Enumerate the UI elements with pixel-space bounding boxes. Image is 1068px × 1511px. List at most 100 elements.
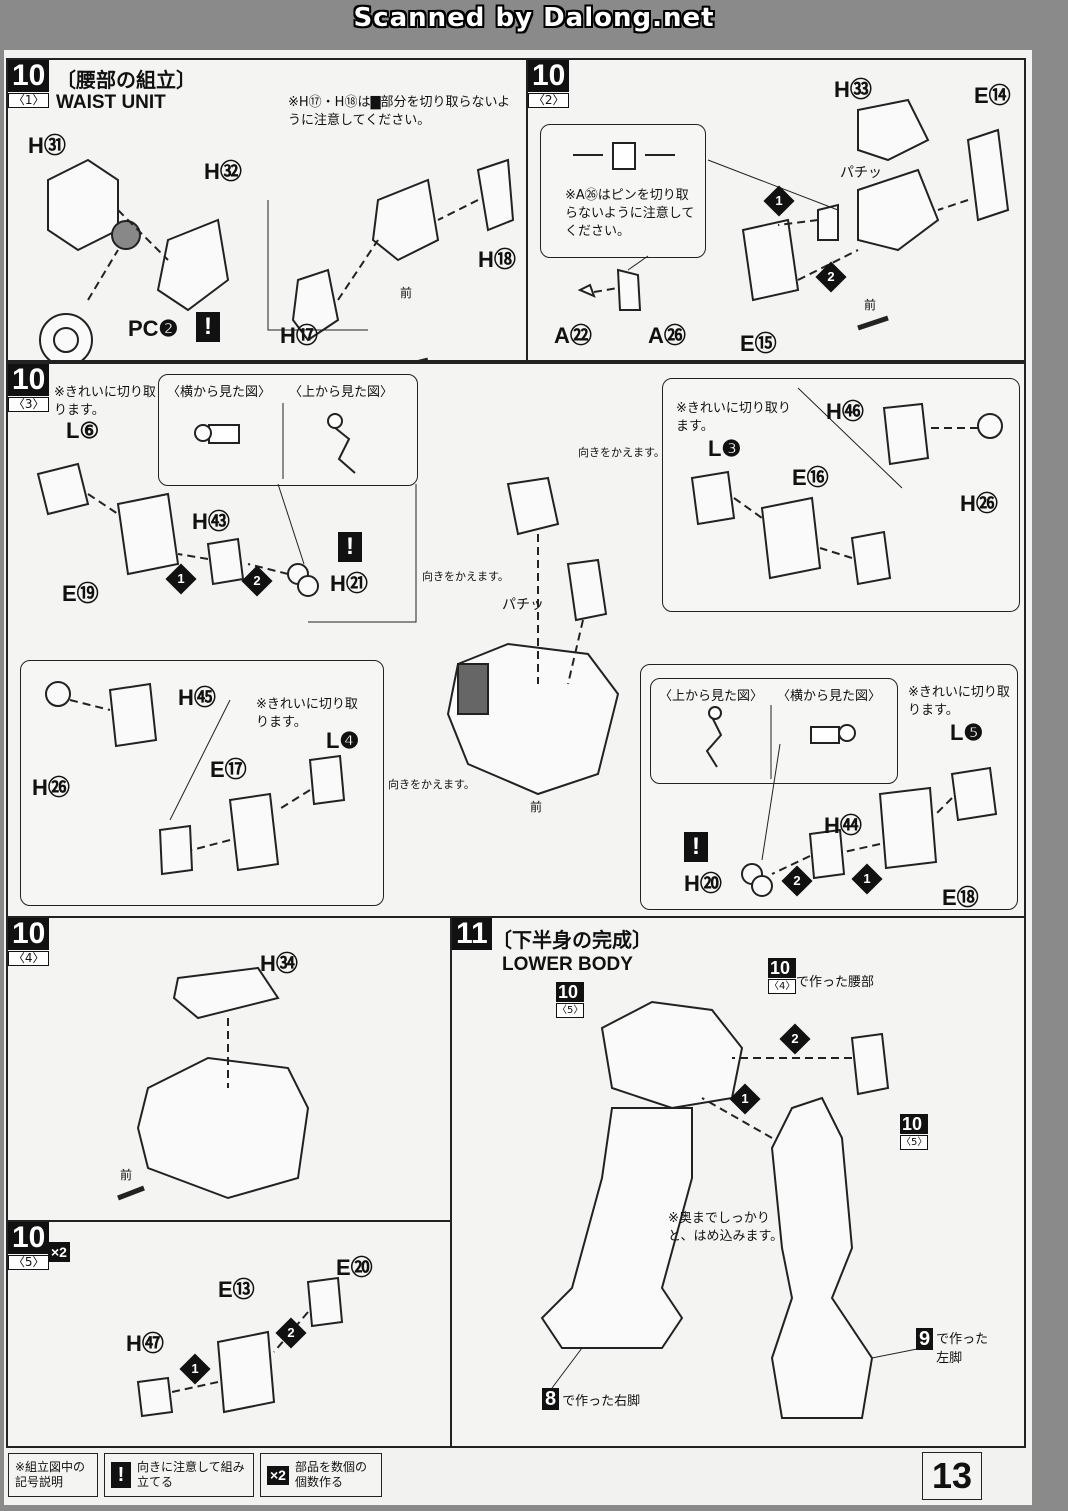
step-mark-2: 2	[815, 261, 847, 293]
forward-label: 前	[864, 298, 877, 312]
sub3-left-diagram	[36, 462, 417, 623]
view-diagram	[705, 705, 856, 779]
legend-multiplier: ×2 部品を数個の個数作る	[260, 1453, 382, 1497]
substep-label: 〈5〉	[8, 1255, 50, 1270]
step-badge: 10 〈1〉	[8, 60, 50, 108]
part-label: E⑰	[210, 757, 247, 782]
page-number: 13	[922, 1452, 982, 1500]
sub5-diagram	[136, 1276, 344, 1418]
part-label: E⑳	[336, 1255, 373, 1280]
part-label: H㉜	[204, 159, 242, 184]
part-label: H㊺	[178, 685, 216, 710]
step-mark-2: 2	[779, 1023, 811, 1055]
step-badge: 11	[452, 918, 492, 950]
symbol-legend: ※組立図中の記号説明 ! 向きに注意して組み立てる ×2 部品を数個の個数作る	[8, 1452, 382, 1498]
part-label: H⑰	[280, 323, 318, 348]
waist-sub2-diagram	[577, 98, 1010, 331]
part-label: E⑮	[740, 331, 777, 356]
step-number: 10	[8, 1222, 50, 1254]
caution-icon: !	[196, 312, 220, 342]
view-diagram	[194, 403, 356, 479]
forward-label: 前	[530, 800, 543, 814]
clean-cut-note: ※きれいに切り取ります。	[908, 685, 1010, 718]
step-number: 10	[8, 364, 50, 396]
step-mark-2: 2	[781, 865, 813, 897]
panel-10-1: 10 〈1〉 〔腰部の組立〕 WAIST UNIT ※H⑰・H⑱は▇部分を切り取…	[6, 58, 528, 362]
part-label: H㊼	[126, 1331, 164, 1356]
part-label: H⑳	[684, 871, 722, 896]
part-label: H㉑	[330, 571, 368, 596]
caution-note: ※H⑰・H⑱は▇部分を切り取らないように注意してください。	[288, 95, 511, 128]
step-mark-1: 1	[763, 185, 795, 217]
part-label: H㉝	[834, 77, 872, 102]
step-badge: 10 〈4〉	[8, 918, 50, 966]
part-label: E⑯	[792, 465, 829, 490]
part-label: H⑱	[478, 247, 516, 272]
caution-icon: !	[111, 1462, 131, 1488]
pin-diagram	[573, 142, 675, 170]
substep-label: 〈1〉	[8, 93, 50, 108]
caution-icon: !	[338, 532, 362, 562]
side-view-label: 〈横から見た図〉	[167, 385, 272, 400]
step-badge: 10 〈2〉	[528, 60, 570, 108]
pin-note: ※A㉖はピンを切り取らないように注意してください。	[565, 188, 695, 239]
waist-top-assembly-diagram	[117, 966, 310, 1201]
part-label: E⑱	[942, 885, 979, 910]
turn-note: 向きをかえます。	[388, 778, 475, 791]
right-leg-ref: 8 で作った右脚	[542, 1388, 640, 1410]
part-label: E⑬	[218, 1277, 255, 1302]
part-label: H㊹	[824, 813, 862, 838]
step-mark-1: 1	[179, 1353, 211, 1385]
caution-icon: !	[684, 832, 708, 862]
step-mark-2: 2	[241, 565, 273, 597]
step-number: 10	[8, 60, 50, 92]
step-mark-1: 1	[851, 863, 883, 895]
title-jp: 〔下半身の完成〕	[492, 928, 652, 952]
sub3-lower-left-diagram	[45, 681, 346, 876]
step-badge: 10 〈5〉	[8, 1222, 50, 1270]
part-label: L❹	[326, 728, 360, 753]
step-number: 10	[8, 918, 50, 950]
part-label: H㉖	[32, 775, 70, 800]
click-sound: パチッ	[840, 165, 882, 181]
title-jp: 〔腰部の組立〕	[56, 68, 196, 92]
part-label: E⑭	[974, 83, 1011, 108]
part-label: H㊻	[826, 399, 864, 424]
clean-cut-note: ※きれいに切り取ります。	[676, 401, 791, 434]
lower-body-diagram	[540, 1000, 923, 1419]
waist-assembly-center	[446, 476, 620, 796]
turn-note: 向きをかえます。	[422, 570, 509, 583]
turn-note: 向きをかえます。	[578, 446, 665, 459]
pin-note-bubble: ※A㉖はピンを切り取らないように注意してください。	[540, 124, 706, 258]
clean-cut-note: ※きれいに切り取ります。	[256, 697, 358, 730]
left-leg-ref: 9 で作った左脚	[916, 1328, 996, 1366]
step-mark-1: 1	[729, 1083, 761, 1115]
forward-label: 前	[120, 1168, 133, 1182]
panel-10-5: 10 〈5〉 ×2 2 1 E⑬ E⑳ H㊼	[6, 1220, 452, 1448]
view-box-top-left: 〈横から見た図〉 〈上から見た図〉	[158, 374, 418, 486]
ref-waist-note: で作った腰部	[796, 975, 875, 990]
top-view-label: 〈上から見た図〉	[289, 385, 394, 400]
ref-badge: 10 〈5〉	[900, 1114, 929, 1150]
substep-label: 〈2〉	[528, 93, 570, 108]
panel-11: 11 〔下半身の完成〕 LOWER BODY 10 〈5〉 10 〈4〉 で作っ…	[450, 916, 1026, 1448]
clean-cut-note: ※きれいに切り取ります。	[54, 385, 156, 418]
part-label: E⑲	[62, 581, 99, 606]
step-badge: 10 〈3〉	[8, 364, 50, 412]
part-label: H㊸	[192, 509, 230, 534]
part-label: H㉖	[960, 491, 998, 516]
part-label: L❺	[950, 720, 984, 745]
panel-10-2: 10 〈2〉 ※A㉖はピンを切り取らないように注意してください。	[526, 58, 1026, 362]
waist-parts-diagram	[39, 158, 515, 360]
click-sound: パチッ	[502, 597, 544, 613]
legend-caution: ! 向きに注意して組み立てる	[104, 1453, 254, 1497]
step-mark-2: 2	[275, 1317, 307, 1349]
sub3-right-diagram	[690, 387, 1003, 586]
panel-10-3: 10 〈3〉 ※きれいに切り取ります。 〈横から見た図〉 〈上から見た図〉	[6, 362, 1026, 918]
scanner-watermark: Scanned by Dalong.net	[353, 3, 715, 33]
legend-title: ※組立図中の記号説明	[8, 1453, 98, 1497]
title-en: LOWER BODY	[502, 954, 633, 975]
side-view-label: 〈横から見た図〉	[777, 689, 882, 704]
multiplier-badge: ×2	[48, 1242, 70, 1262]
part-label: PC❷	[128, 316, 179, 341]
